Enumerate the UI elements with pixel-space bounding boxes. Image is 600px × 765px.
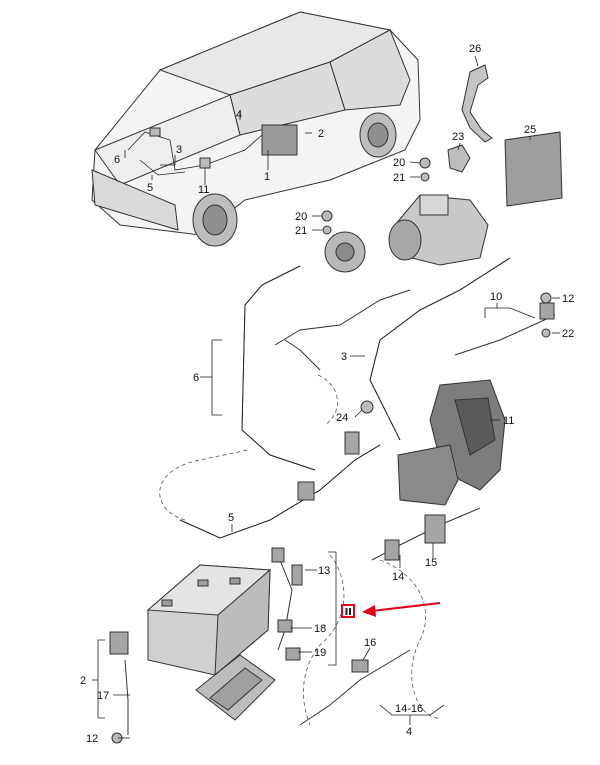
callout-15: 15 bbox=[425, 557, 437, 569]
vehicle-illustration bbox=[91, 11, 421, 247]
callout-12b: 12 bbox=[86, 733, 98, 745]
red-arrow bbox=[362, 602, 441, 617]
callout-4b: 4 bbox=[406, 726, 412, 738]
callout-26: 26 bbox=[469, 43, 481, 55]
callout-14-16: 14-16 bbox=[395, 703, 423, 715]
routing-dashed-lines bbox=[159, 374, 441, 726]
callout-11b: 11 bbox=[503, 415, 514, 427]
battery bbox=[146, 564, 272, 677]
callout-16: 16 bbox=[364, 637, 376, 649]
highlight-marker bbox=[341, 604, 355, 618]
callout-3b: 3 bbox=[341, 351, 347, 363]
callout-5: 5 bbox=[147, 182, 153, 194]
callout-21b: 21 bbox=[295, 225, 307, 237]
alternator bbox=[324, 231, 366, 273]
callout-12a: 12 bbox=[562, 293, 574, 305]
callout-24: 24 bbox=[336, 412, 348, 424]
battery-tray bbox=[195, 654, 276, 721]
callout-25: 25 bbox=[524, 124, 536, 136]
callout-17: 17 bbox=[97, 690, 109, 702]
clip bbox=[447, 144, 471, 173]
callout-5b: 5 bbox=[228, 512, 234, 524]
callout-11: 11 bbox=[198, 184, 209, 196]
callout-2: 2 bbox=[318, 128, 324, 140]
callout-20a: 20 bbox=[393, 157, 405, 169]
callout-2b: 2 bbox=[80, 675, 86, 687]
starter-motor bbox=[388, 194, 489, 266]
callout-18: 18 bbox=[314, 623, 326, 635]
fuse-box bbox=[397, 379, 506, 506]
callout-22: 22 bbox=[562, 328, 574, 340]
callout-13: 13 bbox=[318, 565, 330, 577]
insulation-pad bbox=[504, 131, 563, 207]
callout-leaders bbox=[113, 55, 560, 739]
fasteners bbox=[111, 157, 552, 744]
callout-21a: 21 bbox=[393, 172, 405, 184]
callout-20b: 20 bbox=[295, 211, 307, 223]
vehicle-callout-leaders bbox=[124, 110, 312, 185]
callout-3: 3 bbox=[176, 144, 182, 156]
callout-10: 10 bbox=[490, 291, 502, 303]
bracket bbox=[461, 64, 493, 143]
cable-harness bbox=[124, 257, 556, 735]
callout-6: 6 bbox=[114, 154, 120, 166]
callout-23: 23 bbox=[452, 131, 464, 143]
callout-4: 4 bbox=[236, 109, 242, 121]
callout-labels: 1 2 3 4 5 6 11 26 23 25 20 21 20 21 10 1… bbox=[80, 43, 574, 745]
callout-6b: 6 bbox=[193, 372, 199, 384]
group-braces bbox=[92, 303, 536, 725]
terminals bbox=[109, 302, 555, 673]
callout-14: 14 bbox=[392, 571, 404, 583]
callout-19: 19 bbox=[314, 647, 326, 659]
callout-1: 1 bbox=[264, 171, 270, 183]
